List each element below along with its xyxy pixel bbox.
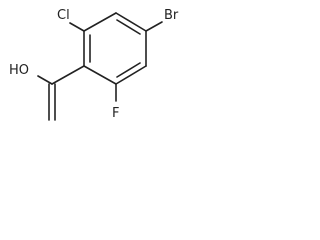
ring-bond-c1-c2 <box>83 65 117 85</box>
ring-double-bond-c6-c1 <box>116 62 141 78</box>
hydroxyl-label: HO <box>9 63 29 78</box>
ring-bond-c6-c1 <box>115 65 147 85</box>
fluorine-label: F <box>112 106 119 121</box>
bond-c5-br <box>145 21 163 32</box>
ring-bond-c4-c5 <box>115 12 147 32</box>
ring-double-bond-c4-c5 <box>116 19 141 35</box>
bond-c2-carboxyl <box>51 65 85 85</box>
bond-c3-cl <box>69 22 85 32</box>
chlorine-label: Cl <box>57 8 70 23</box>
bond-carboxyl-oh <box>37 75 53 85</box>
bromine-label: Br <box>164 8 179 23</box>
ring-bond-c3-c4 <box>83 12 117 32</box>
chemical-structure: HO Cl Br F <box>9 8 179 121</box>
